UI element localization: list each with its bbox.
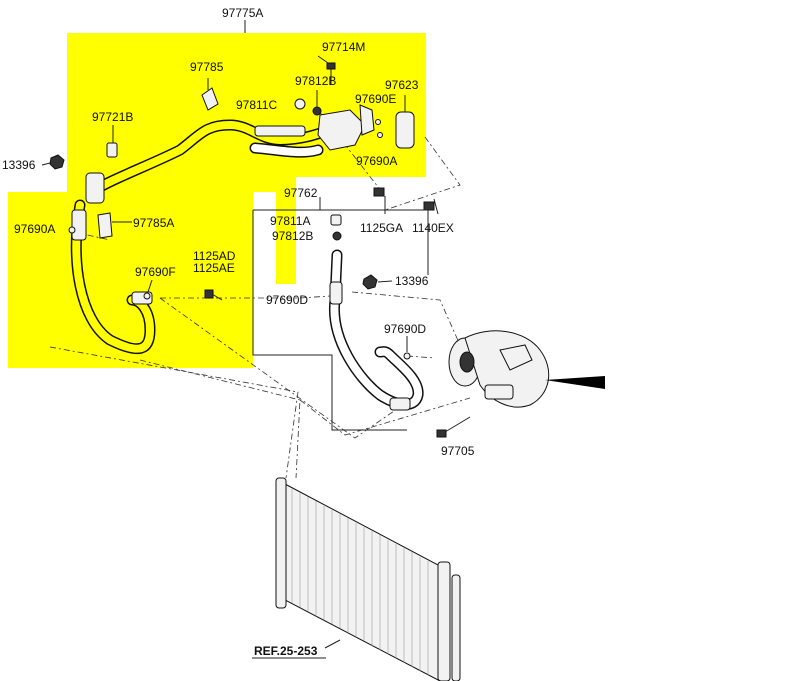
part-labels: 97775A 97714M 97785 97812B 97623 97690E …	[2, 6, 475, 659]
label-1125ga: 1125GA	[360, 221, 403, 235]
label-97623: 97623	[385, 78, 419, 92]
label-97705: 97705	[441, 444, 475, 458]
compressor	[436, 330, 605, 438]
bolt-1125ad	[204, 289, 223, 301]
label-97690f: 97690F	[135, 265, 176, 279]
label-1125ad: 1125AD	[193, 249, 236, 263]
label-97812b-lower: 97812B	[272, 229, 313, 243]
label-97785a: 97785A	[133, 216, 174, 230]
label-97785: 97785	[190, 60, 224, 74]
condenser	[275, 477, 461, 681]
bolts-upper-right	[373, 187, 439, 215]
label-97690a-left: 97690A	[14, 222, 55, 236]
label-97721b: 97721B	[92, 110, 133, 124]
label-97690a-upper: 97690A	[356, 154, 397, 168]
label-97812b-top: 97812B	[295, 74, 336, 88]
small-parts-upper	[41, 55, 415, 300]
label-97690e: 97690E	[355, 92, 396, 106]
discharge-hose-assembly	[252, 197, 429, 431]
label-13396-right: 13396	[395, 274, 429, 288]
label-ref-condenser: REF.25-253	[254, 644, 318, 658]
label-97714m: 97714M	[322, 40, 365, 54]
label-97690d-right: 97690D	[384, 322, 426, 336]
label-97762: 97762	[284, 186, 318, 200]
highlight-region	[8, 33, 426, 368]
label-97690d-left: 97690D	[266, 293, 308, 307]
label-1125ae: 1125AE	[193, 261, 235, 275]
label-97775a: 97775A	[222, 6, 263, 20]
label-97811c: 97811C	[236, 98, 277, 112]
label-13396-left: 13396	[2, 158, 36, 172]
suction-hose	[70, 104, 375, 355]
label-97811a: 97811A	[270, 214, 310, 228]
label-1140ex: 1140EX	[412, 221, 454, 235]
